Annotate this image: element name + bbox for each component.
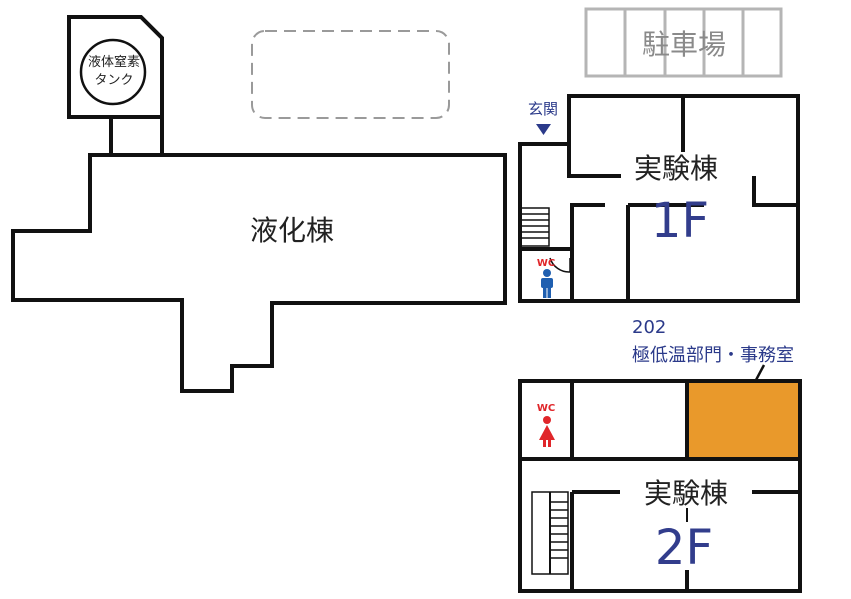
- stairs-icon: [531, 491, 569, 575]
- tank-label-line1: 液体窒素: [88, 54, 140, 70]
- room-name: 極低温部門・事務室: [632, 345, 794, 366]
- exp-building-2f-label: 実験棟: [644, 477, 728, 510]
- stairs-icon: [520, 207, 550, 247]
- liquefaction-building: 液化棟: [11, 153, 507, 393]
- dashed-area: [251, 30, 450, 119]
- room-number: 202: [632, 317, 666, 338]
- wc-1f-label: WC: [537, 258, 555, 269]
- floor-2f-label: 2F: [655, 520, 713, 576]
- liquid-nitrogen-tank: 液体窒素 タンク: [67, 15, 164, 156]
- entrance-label: 玄関: [528, 100, 558, 118]
- entrance-marker-icon: [536, 124, 551, 135]
- liquefaction-building-label: 液化棟: [250, 214, 334, 247]
- room-202-highlight: [685, 379, 802, 461]
- experiment-building-2f: WC 実験棟 2F: [518, 379, 802, 593]
- female-person-icon: [539, 416, 555, 447]
- tank-label-line2: タンク: [94, 73, 133, 88]
- wc-2f-label: WC: [537, 403, 555, 414]
- floor-1f-label: 1F: [651, 193, 709, 249]
- exp-building-1f-label: 実験棟: [634, 152, 718, 185]
- parking-label: 駐車場: [642, 28, 726, 61]
- parking-lot: 駐車場: [584, 7, 783, 78]
- experiment-building-1f: WC 実験棟 1F: [518, 94, 800, 303]
- male-person-icon: [541, 269, 553, 298]
